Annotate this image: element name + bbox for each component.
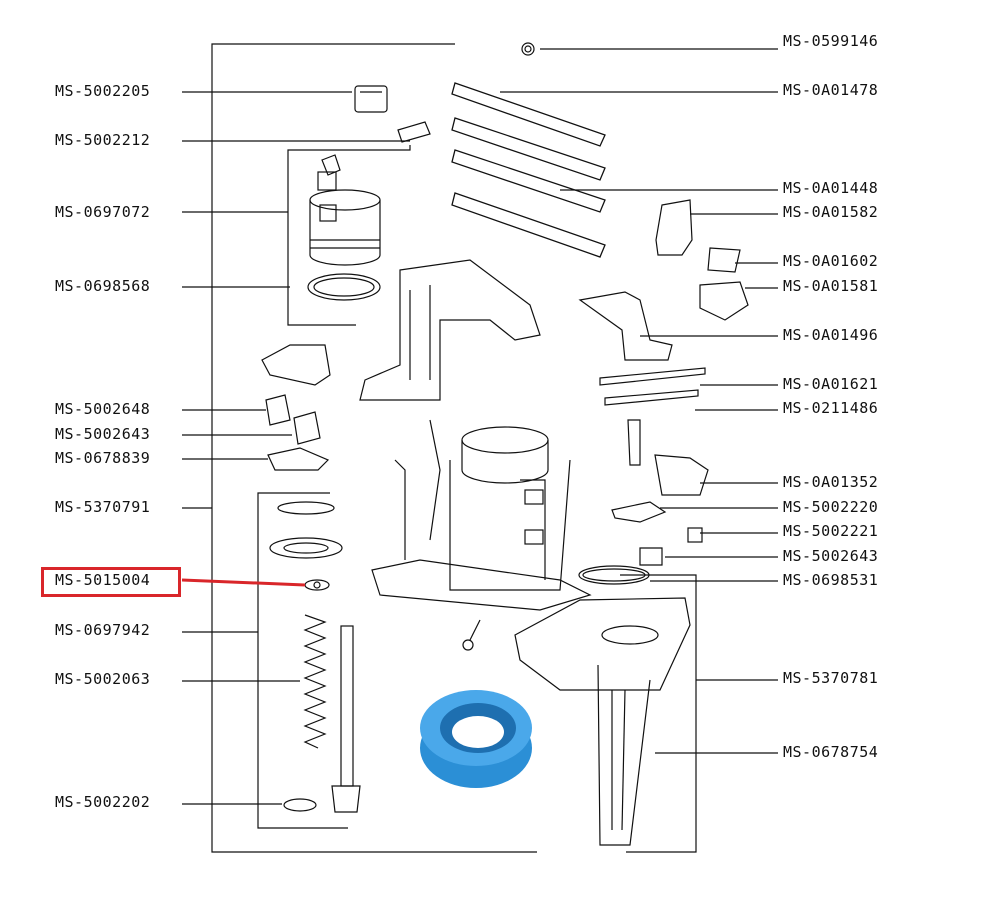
part-label-ms-0698568: MS-0698568 bbox=[55, 277, 151, 295]
part-label-ms-0a01352: MS-0A01352 bbox=[783, 473, 879, 491]
part-label-ms-5002063: MS-5002063 bbox=[55, 670, 151, 688]
valve-disc-parts bbox=[269, 501, 343, 591]
pump-cylinder-part bbox=[307, 154, 381, 301]
part-label-ms-0599146: MS-0599146 bbox=[783, 32, 879, 50]
part-label-ms-5002648: MS-5002648 bbox=[55, 400, 151, 418]
part-label-ms-0697942: MS-0697942 bbox=[55, 621, 151, 639]
spring-part bbox=[303, 614, 327, 749]
part-label-ms-0a01581: MS-0A01581 bbox=[783, 277, 879, 295]
part-label-ms-5002643-left: MS-5002643 bbox=[55, 425, 151, 443]
part-label-ms-0a01478: MS-0A01478 bbox=[783, 81, 879, 99]
part-label-ms-5370781: MS-5370781 bbox=[783, 669, 879, 687]
part-label-ms-5002212: MS-5002212 bbox=[55, 131, 151, 149]
part-label-ms-0a01621: MS-0A01621 bbox=[783, 375, 879, 393]
clip-block-part bbox=[354, 85, 388, 113]
part-label-ms-0211486: MS-0211486 bbox=[783, 399, 879, 417]
part-label-ms-5370791: MS-5370791 bbox=[55, 498, 151, 516]
part-label-ms-5002643-right: MS-5002643 bbox=[783, 547, 879, 565]
part-label-ms-0a01602: MS-0A01602 bbox=[783, 252, 879, 270]
part-label-ms-0678839: MS-0678839 bbox=[55, 449, 151, 467]
frame-bracket bbox=[211, 43, 537, 853]
tube-connector-part bbox=[397, 121, 431, 143]
left-leader-lines bbox=[182, 91, 411, 829]
seal-ring-photo bbox=[420, 690, 532, 788]
part-label-ms-0698531: MS-0698531 bbox=[783, 571, 879, 589]
right-small-parts bbox=[578, 199, 749, 585]
part-label-ms-0a01582: MS-0A01582 bbox=[783, 203, 879, 221]
small-screw-part bbox=[521, 42, 535, 56]
main-body-housing bbox=[359, 259, 592, 651]
part-label-ms-0a01496: MS-0A01496 bbox=[783, 326, 879, 344]
part-label-ms-0678754: MS-0678754 bbox=[783, 743, 879, 761]
rod-parts bbox=[451, 82, 606, 258]
highlight-box bbox=[41, 567, 181, 597]
highlight-leader-line bbox=[181, 578, 306, 587]
part-label-ms-5002220: MS-5002220 bbox=[783, 498, 879, 516]
drip-tray-part bbox=[514, 597, 691, 846]
right-leader-lines bbox=[500, 48, 778, 853]
part-label-ms-0697072: MS-0697072 bbox=[55, 203, 151, 221]
part-label-ms-5015004: MS-5015004 bbox=[55, 571, 151, 589]
part-label-ms-5002202: MS-5002202 bbox=[55, 793, 151, 811]
part-label-ms-0a01448: MS-0A01448 bbox=[783, 179, 879, 197]
part-label-ms-5002205: MS-5002205 bbox=[55, 82, 151, 100]
left-small-parts bbox=[261, 344, 331, 471]
valve-stem-part bbox=[283, 625, 361, 813]
part-label-ms-5002221: MS-5002221 bbox=[783, 522, 879, 540]
